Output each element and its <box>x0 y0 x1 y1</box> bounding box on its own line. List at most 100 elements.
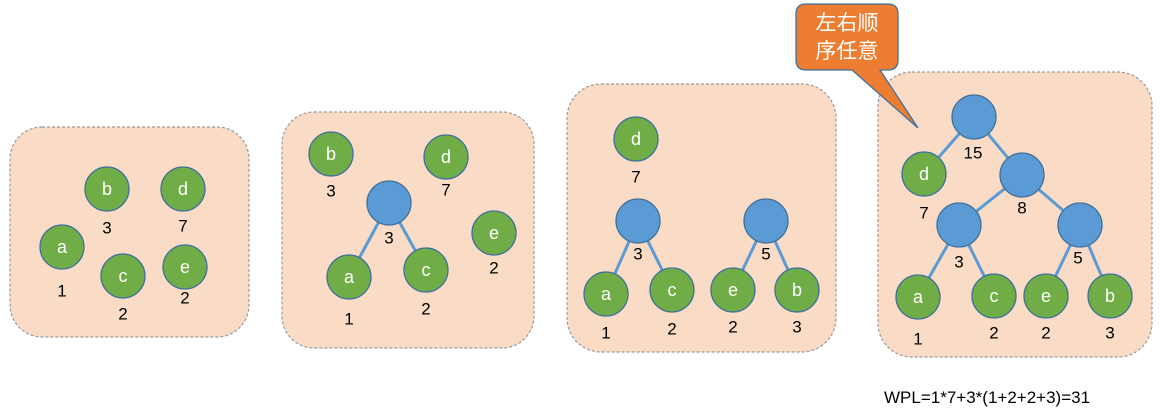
wpl-formula: WPL=1*7+3*(1+2+2+3)=31 <box>884 388 1090 407</box>
node-label: b <box>102 179 112 199</box>
step-4-node-n15: 15 <box>951 94 997 163</box>
step-4-node-n3: 3 <box>936 202 982 272</box>
step-1-node-a: a1 <box>39 224 85 301</box>
node-weight: 7 <box>919 204 928 223</box>
step-4-node-a: a1 <box>895 274 941 349</box>
step-2-node-d: d7 <box>423 134 469 200</box>
leaf-node-circle <box>613 116 659 162</box>
node-weight: 3 <box>633 245 642 264</box>
internal-node-circle <box>936 202 982 248</box>
step-2-node-n3: 3 <box>366 180 412 248</box>
node-weight: 7 <box>631 168 640 187</box>
node-weight: 3 <box>384 229 393 248</box>
callout-line-1: 左右顺 <box>816 11 879 35</box>
node-weight: 1 <box>57 282 66 301</box>
node-weight: 7 <box>441 181 450 200</box>
internal-node-circle <box>366 180 412 226</box>
node-label: c <box>990 286 999 306</box>
node-weight: 2 <box>667 320 676 339</box>
step-4-node-b: b3 <box>1087 273 1133 343</box>
leaf-node-circle <box>326 254 372 300</box>
step-3-node-a: a1 <box>583 271 629 343</box>
internal-node-circle <box>951 94 997 140</box>
node-label: b <box>326 144 336 164</box>
node-weight: 5 <box>1073 249 1082 268</box>
internal-node-circle <box>999 152 1045 198</box>
node-label: e <box>728 280 738 300</box>
step-4-node-d: d7 <box>901 151 947 223</box>
node-weight: 15 <box>964 144 983 163</box>
leaf-node-circle <box>971 273 1017 319</box>
node-label: d <box>441 147 451 167</box>
node-label: d <box>178 179 188 199</box>
leaf-node-circle <box>1023 273 1069 319</box>
step-3-node-c: c2 <box>649 267 695 339</box>
node-label: e <box>180 257 190 277</box>
node-weight: 3 <box>326 182 335 201</box>
leaf-node-circle <box>84 166 130 212</box>
node-weight: 2 <box>1041 324 1050 343</box>
node-weight: 2 <box>118 305 127 324</box>
internal-node-circle <box>1057 202 1103 248</box>
leaf-node-circle <box>403 247 449 293</box>
leaf-node-circle <box>895 274 941 320</box>
step-1-node-d: d7 <box>160 166 206 236</box>
step-3-node-n3: 3 <box>615 198 661 264</box>
node-weight: 1 <box>601 324 610 343</box>
leaf-node-circle <box>649 267 695 313</box>
node-weight: 2 <box>180 289 189 308</box>
step-3-node-b: b3 <box>774 267 820 337</box>
leaf-node-circle <box>710 267 756 313</box>
leaf-node-circle <box>39 224 85 270</box>
step-2-node-e: e2 <box>471 210 517 278</box>
node-weight: 5 <box>761 245 770 264</box>
node-label: b <box>792 280 802 300</box>
node-label: c <box>422 260 431 280</box>
node-label: d <box>631 129 641 149</box>
leaf-node-circle <box>901 151 947 197</box>
leaf-node-circle <box>308 131 354 177</box>
node-label: e <box>1041 286 1051 306</box>
node-label: e <box>489 223 499 243</box>
leaf-node-circle <box>162 244 208 290</box>
node-weight: 2 <box>728 318 737 337</box>
node-label: d <box>919 164 929 184</box>
leaf-node-circle <box>1087 273 1133 319</box>
callout-line-2: 序任意 <box>816 39 879 63</box>
internal-node-circle <box>743 198 789 244</box>
node-label: a <box>601 284 612 304</box>
node-weight: 2 <box>421 300 430 319</box>
node-weight: 3 <box>792 318 801 337</box>
node-label: b <box>1105 286 1115 306</box>
node-weight: 3 <box>1105 324 1114 343</box>
node-weight: 1 <box>913 330 922 349</box>
step-2-node-a: a1 <box>326 254 372 329</box>
step-2-node-c: c2 <box>403 247 449 319</box>
node-label: c <box>668 280 677 300</box>
step-4-node-n8: 8 <box>999 152 1045 218</box>
leaf-node-circle <box>583 271 629 317</box>
node-weight: 3 <box>954 253 963 272</box>
step-4-node-e: e2 <box>1023 273 1069 343</box>
node-weight: 2 <box>989 324 998 343</box>
leaf-node-circle <box>471 210 517 256</box>
node-weight: 1 <box>344 310 353 329</box>
node-weight: 2 <box>489 259 498 278</box>
leaf-node-circle <box>423 134 469 180</box>
node-label: a <box>344 267 355 287</box>
step-1-node-e: e2 <box>162 244 208 308</box>
internal-node-circle <box>615 198 661 244</box>
node-label: a <box>913 287 924 307</box>
step-1-node-c: c2 <box>100 253 146 324</box>
leaf-node-circle <box>160 166 206 212</box>
step-3-node-n5: 5 <box>743 198 789 264</box>
callout-bubble <box>795 3 919 129</box>
node-label: c <box>119 266 128 286</box>
node-weight: 3 <box>102 219 111 238</box>
node-weight: 7 <box>178 217 187 236</box>
step-3-node-d: d7 <box>613 116 659 187</box>
step-2-node-b: b3 <box>308 131 354 201</box>
leaf-node-circle <box>100 253 146 299</box>
